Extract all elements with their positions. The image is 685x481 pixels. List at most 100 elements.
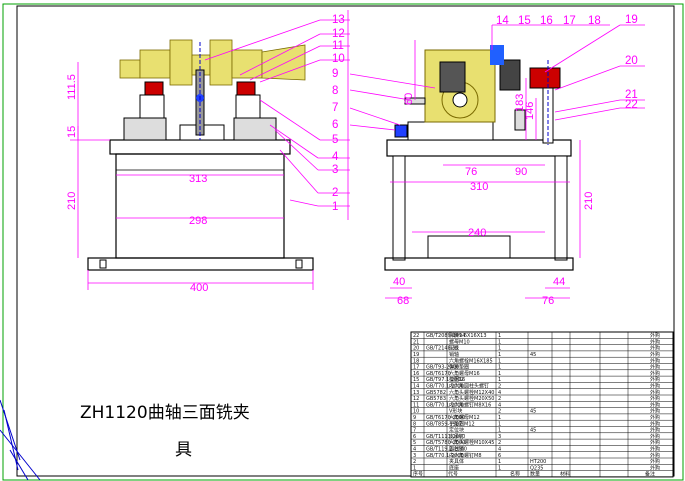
bom-cell: 45 [530,428,536,434]
frame-inner [16,5,675,477]
bom-cell: 3 [498,434,501,440]
bom-cell: 17 [413,365,419,371]
balloon-19: 19 [625,14,638,26]
bom-cell: 内六角螺钉M8X16 [449,401,491,408]
bom-cell: GB/T6170-2000 [426,415,465,421]
bom-cell: 7 [413,428,416,434]
frame-outer [2,3,684,481]
bom-cell: 六角头螺栓M12X40 [449,389,494,396]
bom-cell: GB/T2089-1994 [426,333,465,339]
bom-header-cell: 序号 [413,471,423,478]
balloon-6: 6 [332,119,338,131]
bom-cell: 1 [413,465,416,471]
bom-cell: 六角头螺栓M20X50 [449,395,494,402]
balloon-12: 12 [332,28,345,40]
bom-cell: 21 [413,339,419,345]
bom-header-cell: 数量 [530,471,540,478]
bom-cell: 4 [413,447,416,453]
bom-cell: 1 [498,339,501,345]
bom-cell-note: 外购 [650,357,660,364]
bom-cell: 14 [413,384,419,390]
bom-cell: 5 [413,440,416,446]
dim-400: 400 [190,282,208,294]
balloon-8: 8 [332,85,338,97]
bom-cell: 内六角螺钉M8 [449,452,482,459]
bom-cell-note: 外购 [650,452,660,459]
drawing-title-line2: 具 [175,440,192,460]
bom-cell: 2 [498,396,501,402]
balloon-17: 17 [563,15,576,27]
bom-cell-note: 外购 [650,351,660,358]
bom-cell: 6 [498,453,501,459]
balloon-4: 4 [332,151,339,163]
balloon-3: 3 [332,164,338,176]
bom-cell: 45 [530,352,536,358]
dim-183: 183 [514,94,526,112]
side-view: 60 183 146 76 90 310 210 240 40 44 68 76 [384,40,595,307]
front-view: 111.5 15 210 313 298 400 [66,39,314,294]
crankshaft [119,39,306,86]
dim-15: 15 [66,126,78,138]
dim-313: 313 [189,173,207,185]
bom-cell: GB/T70.1-2000 [426,453,464,459]
bom-cell: GB/T119.2-2000 [426,447,467,453]
bom-cell: Q235 [530,465,543,471]
bom-cell: 1 [498,377,501,383]
bom-cell: 六角螺栓M16X185 [449,357,493,364]
bom-cell-note: 外购 [650,414,660,421]
balloon-20: 20 [625,55,638,67]
bom-cell: 弹簧垫圈 [449,364,469,371]
bom-cell: 2 [413,459,416,465]
bom-cell: GB5783 [426,396,446,402]
bom-cell: 垫圈16 [449,376,465,383]
bom-cell: 夹具体 [449,458,464,465]
dim-76b: 76 [542,295,554,307]
bom-cell-note: 外购 [650,458,660,465]
balloon-7: 7 [332,102,338,114]
dim-60: 60 [403,93,415,105]
balloon-21: 21 [625,89,638,101]
bom-cell: 9 [413,415,416,421]
balloon-18: 18 [588,15,601,27]
dim-90: 90 [515,166,527,178]
bom-cell-note: 外购 [650,401,660,408]
bom-cell: 2 [498,409,501,415]
dim-111-5: 111.5 [66,74,78,100]
balloon-14: 14 [496,15,509,27]
dim-210-side: 210 [583,192,595,210]
bom-cell: 2 [498,384,501,390]
bom-cell: 销轴 [449,351,459,358]
balloon-15: 15 [518,15,531,27]
dim-210-front: 210 [66,192,78,210]
balloons: 13 12 11 10 9 8 7 6 5 4 3 2 1 14 15 16 1… [332,14,638,213]
bom-cell: 20 [413,346,419,352]
bom-cell: 六角螺母M16 [449,370,480,377]
bom-cell: 1 [498,459,501,465]
bom-cell: 1 [498,352,501,358]
bom-cell: 圆柱销 [449,446,464,453]
bom-cell: 4 [498,390,501,396]
bom-cell: 螺母M10 [449,338,470,345]
balloon-13: 13 [332,14,345,26]
bom-cell-note: 外购 [650,464,660,471]
bom-cell: 22 [413,333,419,339]
bom-cell: GB/T93-2000 [426,365,459,371]
balloon-22: 22 [625,99,638,111]
bom-cell-note: 外购 [650,433,660,440]
bom-cell-note: 外购 [650,420,660,427]
bom-cell: GB/T1111-2000 [426,434,465,440]
balloon-1: 1 [332,201,338,213]
bom-cell: 1 [498,421,501,427]
balloon-11: 11 [332,40,344,52]
leaders-right [347,10,645,220]
bom-cell: 8 [413,421,416,427]
balloon-16: 16 [540,15,553,27]
bom-cell: 16 [413,371,419,377]
bom-cell: 1 [498,428,501,434]
balloon-9: 9 [332,68,338,80]
bom-cell: 11 [413,402,419,408]
bom-cell: GB/T2148-91 [426,346,459,352]
bom-cell: GB/T97.1-2002 [426,377,464,383]
bom-cell: 1 [498,358,501,364]
